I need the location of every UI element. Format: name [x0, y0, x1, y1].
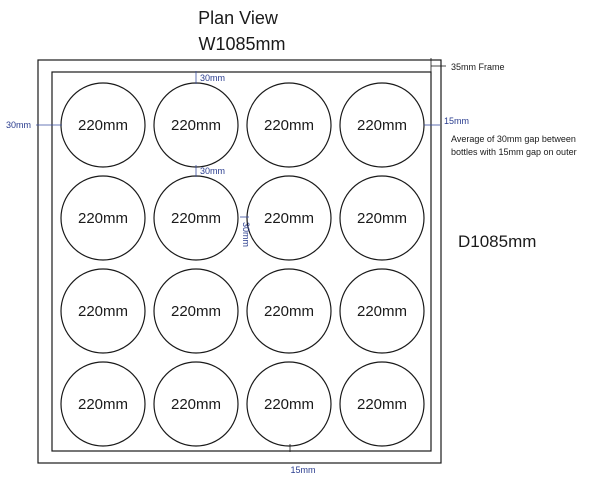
bottle-diameter-label: 220mm [264, 396, 314, 413]
bottle-diameter-label: 220mm [357, 117, 407, 134]
dim-top-gap-label: 30mm [200, 73, 225, 83]
bottle-outline [153, 268, 239, 354]
bottle-diameter-label: 220mm [78, 303, 128, 320]
frame-label: 35mm Frame [451, 62, 505, 72]
bottle-outline [60, 268, 146, 354]
note-line-1: Average of 30mm gap between [451, 134, 576, 144]
bottle-diameter-label: 220mm [264, 210, 314, 227]
bottle-outline [339, 268, 425, 354]
bottle-circle: 220mm [60, 175, 146, 261]
dim-col-gap: 30mm [240, 216, 251, 247]
bottle-grid: 220mm 220mm 220mm 220mm 220mm 220mm 220mm 220mm… [60, 82, 425, 447]
bottle-diameter-label: 220mm [357, 396, 407, 413]
bottle-circle: 220mm [246, 268, 332, 354]
bottle-outline [60, 361, 146, 447]
bottle-diameter-label: 220mm [357, 303, 407, 320]
bottle-outline [246, 361, 332, 447]
outer-frame [37, 59, 442, 464]
depth-label: D1085mm [458, 232, 536, 251]
bottle-diameter-label: 220mm [78, 210, 128, 227]
dim-left-gap-label: 30mm [6, 120, 31, 130]
note-line-2: bottles with 15mm gap on outer [451, 147, 577, 157]
bottle-circle: 220mm [246, 82, 332, 168]
bottle-circle: 220mm [246, 361, 332, 447]
bottle-diameter-label: 220mm [171, 210, 221, 227]
bottle-circle: 220mm [60, 361, 146, 447]
bottle-outline [246, 175, 332, 261]
bottle-circle: 220mm [153, 82, 239, 168]
bottle-outline [246, 268, 332, 354]
frame-callout: 35mm Frame [430, 58, 505, 76]
bottle-outline [339, 361, 425, 447]
dim-row-gap-label: 30mm [200, 166, 225, 176]
bottle-outline [153, 361, 239, 447]
bottle-circle: 220mm [60, 268, 146, 354]
diagram-title: Plan View [198, 8, 279, 28]
bottle-diameter-label: 220mm [78, 117, 128, 134]
bottle-outline [339, 175, 425, 261]
dim-right-gap: 15mm [424, 116, 469, 126]
gap-note: Average of 30mm gap between bottles with… [451, 134, 577, 157]
bottle-circle: 220mm [339, 268, 425, 354]
bottle-circle: 220mm [339, 82, 425, 168]
bottle-outline [246, 82, 332, 168]
dim-bottom-gap-label: 15mm [290, 465, 315, 475]
dim-bottom-gap: 15mm [289, 444, 316, 475]
bottle-circle: 220mm [153, 361, 239, 447]
bottle-diameter-label: 220mm [78, 396, 128, 413]
width-label: W1085mm [198, 34, 285, 54]
bottle-circle: 220mm [153, 175, 239, 261]
bottle-diameter-label: 220mm [171, 396, 221, 413]
bottle-outline [60, 175, 146, 261]
bottle-diameter-label: 220mm [264, 117, 314, 134]
bottle-circle: 220mm [153, 268, 239, 354]
bottle-circle: 220mm [60, 82, 146, 168]
bottle-circle: 220mm [339, 175, 425, 261]
bottle-circle: 220mm [246, 175, 332, 261]
dim-row-gap: 30mm [195, 165, 225, 177]
bottle-circle: 220mm [339, 361, 425, 447]
dim-left-gap: 30mm [6, 120, 62, 130]
inner-border [51, 71, 432, 452]
bottle-diameter-label: 220mm [171, 117, 221, 134]
dim-right-gap-label: 15mm [444, 116, 469, 126]
dim-col-gap-label: 30mm [241, 222, 251, 247]
bottle-diameter-label: 220mm [171, 303, 221, 320]
dim-top-gap: 30mm [195, 71, 225, 84]
bottle-diameter-label: 220mm [264, 303, 314, 320]
bottle-diameter-label: 220mm [357, 210, 407, 227]
